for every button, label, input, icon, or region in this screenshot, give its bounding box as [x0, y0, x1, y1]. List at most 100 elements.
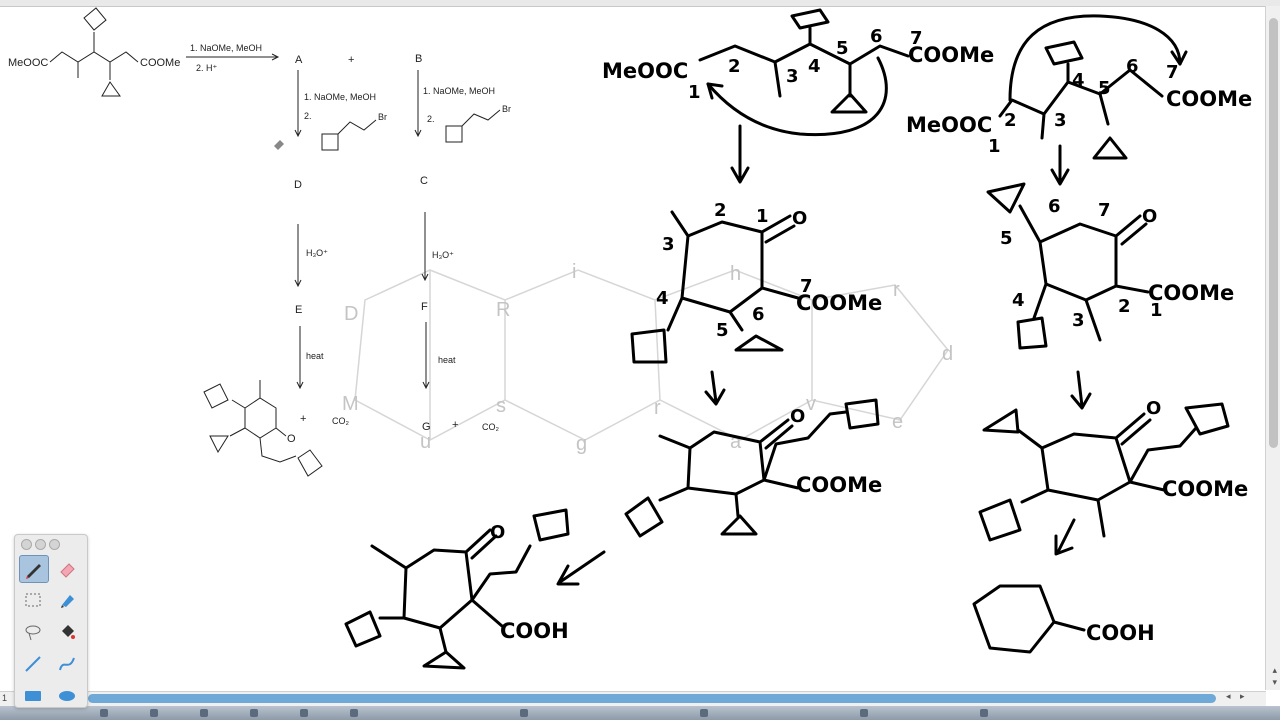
hand-ring-carbon-2: 2 [714, 200, 727, 221]
window-top-bar [0, 0, 1280, 7]
marquee-select-icon [25, 593, 41, 607]
dock-app-icon[interactable] [980, 709, 988, 717]
dock-app-icon[interactable] [860, 709, 868, 717]
scroll-down-arrow-icon[interactable]: ▾ [1272, 678, 1277, 688]
palette-close-button[interactable] [21, 539, 32, 550]
plus-sign-3: + [452, 419, 458, 431]
ghost-letter-r-right: r [893, 279, 900, 301]
starting-diester-structure: MeOOC COOMe [8, 7, 180, 97]
printed-ketone-oxygen: O [287, 433, 296, 445]
hand-left-ester: MeOOC [602, 59, 688, 83]
ghost-letter-d: D [344, 303, 358, 325]
lasso-tool[interactable] [19, 619, 47, 645]
palette-zoom-button[interactable] [49, 539, 60, 550]
curve-tool[interactable] [53, 651, 81, 677]
dock-app-icon[interactable] [200, 709, 208, 717]
handwritten-alt-alkylated-ketoester: O COOMe [978, 398, 1248, 556]
handwritten-alt-numbered-diester: MeOOC COOMe 1 2 3 4 5 6 7 [906, 14, 1252, 186]
hand-carbon-6: 6 [870, 26, 883, 47]
heat-label-f: heat [438, 355, 456, 365]
co2-byproduct-1: CO₂ [332, 416, 350, 426]
a-reagent-bromine: Br [378, 112, 387, 122]
dock-app-icon[interactable] [300, 709, 308, 717]
scroll-left-arrow-icon[interactable]: ◂ [1226, 692, 1231, 702]
label-c: C [420, 175, 428, 187]
dock-app-icon[interactable] [250, 709, 258, 717]
ghost-letter-r-mid: r [654, 397, 661, 419]
ellipse-tool[interactable] [53, 683, 81, 709]
ghost-letter-a: a [730, 431, 742, 453]
ghost-letter-e: e [892, 411, 903, 433]
hand-alt-left-ester: MeOOC [906, 113, 992, 137]
label-e: E [295, 304, 302, 316]
vertical-scrollbar[interactable]: ▴ ▾ [1265, 6, 1280, 690]
scroll-up-arrow-icon[interactable]: ▴ [1272, 666, 1277, 676]
hydrolysis-reagent-c: H₃O⁺ [432, 250, 454, 260]
highlighter-tool[interactable] [53, 587, 81, 613]
hand-ring-carbon-3: 3 [662, 234, 675, 255]
hand-alt-ring-ester: COOMe [1148, 281, 1234, 305]
reagents-step-1: 1. NaOMe, MeOH [190, 43, 262, 53]
paint-bucket-icon [62, 625, 75, 639]
handwritten-keto-acid: O COOH [344, 508, 570, 670]
ghost-letter-s: s [496, 395, 506, 417]
hand-alt-ring-carbon-5: 5 [1000, 228, 1013, 249]
hand-alt-alkylated-oxygen: O [1146, 398, 1161, 419]
pen-tool[interactable] [19, 555, 49, 583]
dock-app-icon[interactable] [100, 709, 108, 717]
hand-alt-ring-carbon-2: 2 [1118, 296, 1131, 317]
ellipse-icon [59, 691, 75, 701]
highlighter-icon [61, 595, 74, 608]
fill-tool[interactable] [53, 619, 81, 645]
drawing-tool-palette [14, 534, 88, 708]
dock-app-icon[interactable] [350, 709, 358, 717]
starting-left-ester-label: MeOOC [8, 57, 48, 69]
b-reagent-bromine: Br [502, 104, 511, 114]
select-tool[interactable] [19, 587, 47, 613]
hand-alt-carbon-5: 5 [1098, 78, 1111, 99]
pen-cursor-icon [274, 140, 284, 150]
hand-carbon-2: 2 [728, 56, 741, 77]
scroll-right-arrow-icon[interactable]: ▸ [1240, 692, 1245, 702]
vertical-scroll-thumb[interactable] [1269, 18, 1278, 448]
hand-alkylated-oxygen: O [790, 406, 805, 427]
hand-right-ester: COOMe [908, 43, 994, 67]
ghost-letter-m: M [342, 393, 359, 415]
bromide-reagent-b: Br [445, 104, 511, 143]
line-icon [25, 656, 41, 672]
ghost-letter-i: i [572, 261, 576, 283]
bromide-reagent-a: Br [321, 112, 387, 151]
b-reagent-2: 2. [427, 114, 435, 124]
hand-alkylated-ester: COOMe [796, 473, 882, 497]
curve-icon [59, 657, 75, 671]
rectangle-tool[interactable] [19, 683, 47, 709]
eraser-tool[interactable] [53, 555, 81, 581]
hand-alt-alkylated-ester: COOMe [1162, 477, 1248, 501]
hand-carbon-4: 4 [808, 56, 821, 77]
dock-app-icon[interactable] [520, 709, 528, 717]
horizontal-scrollbar[interactable]: 1 ◂ ▸ [0, 691, 1266, 706]
hand-ring-ester: COOMe [796, 291, 882, 315]
heat-label-e: heat [306, 351, 324, 361]
horizontal-scroll-thumb[interactable] [88, 694, 1216, 703]
hand-alt-carbon-1: 1 [988, 136, 1001, 157]
hand-alt-ring-carbon-3: 3 [1072, 310, 1085, 331]
line-tool[interactable] [19, 651, 47, 677]
hand-ring-oxygen: O [792, 208, 807, 229]
hand-carbon-5: 5 [836, 38, 849, 59]
hand-carbon-7: 7 [910, 28, 923, 49]
dock-app-icon[interactable] [150, 709, 158, 717]
ghost-letter-v: v [806, 393, 816, 415]
palette-minimize-button[interactable] [35, 539, 46, 550]
ghost-letter-g: g [576, 433, 587, 455]
handwritten-numbered-diester: MeOOC COOMe 1 2 3 4 5 6 7 [602, 8, 994, 184]
plus-sign-1: + [348, 54, 354, 66]
hand-ring-carbon-7: 7 [800, 276, 813, 297]
eraser-icon [60, 563, 75, 578]
dock-app-icon[interactable] [700, 709, 708, 717]
hand-ring-carbon-1: 1 [756, 206, 769, 227]
ghost-letter-r: R [496, 299, 510, 321]
co2-byproduct-2: CO₂ [482, 422, 500, 432]
plus-sign-2: + [300, 413, 306, 425]
